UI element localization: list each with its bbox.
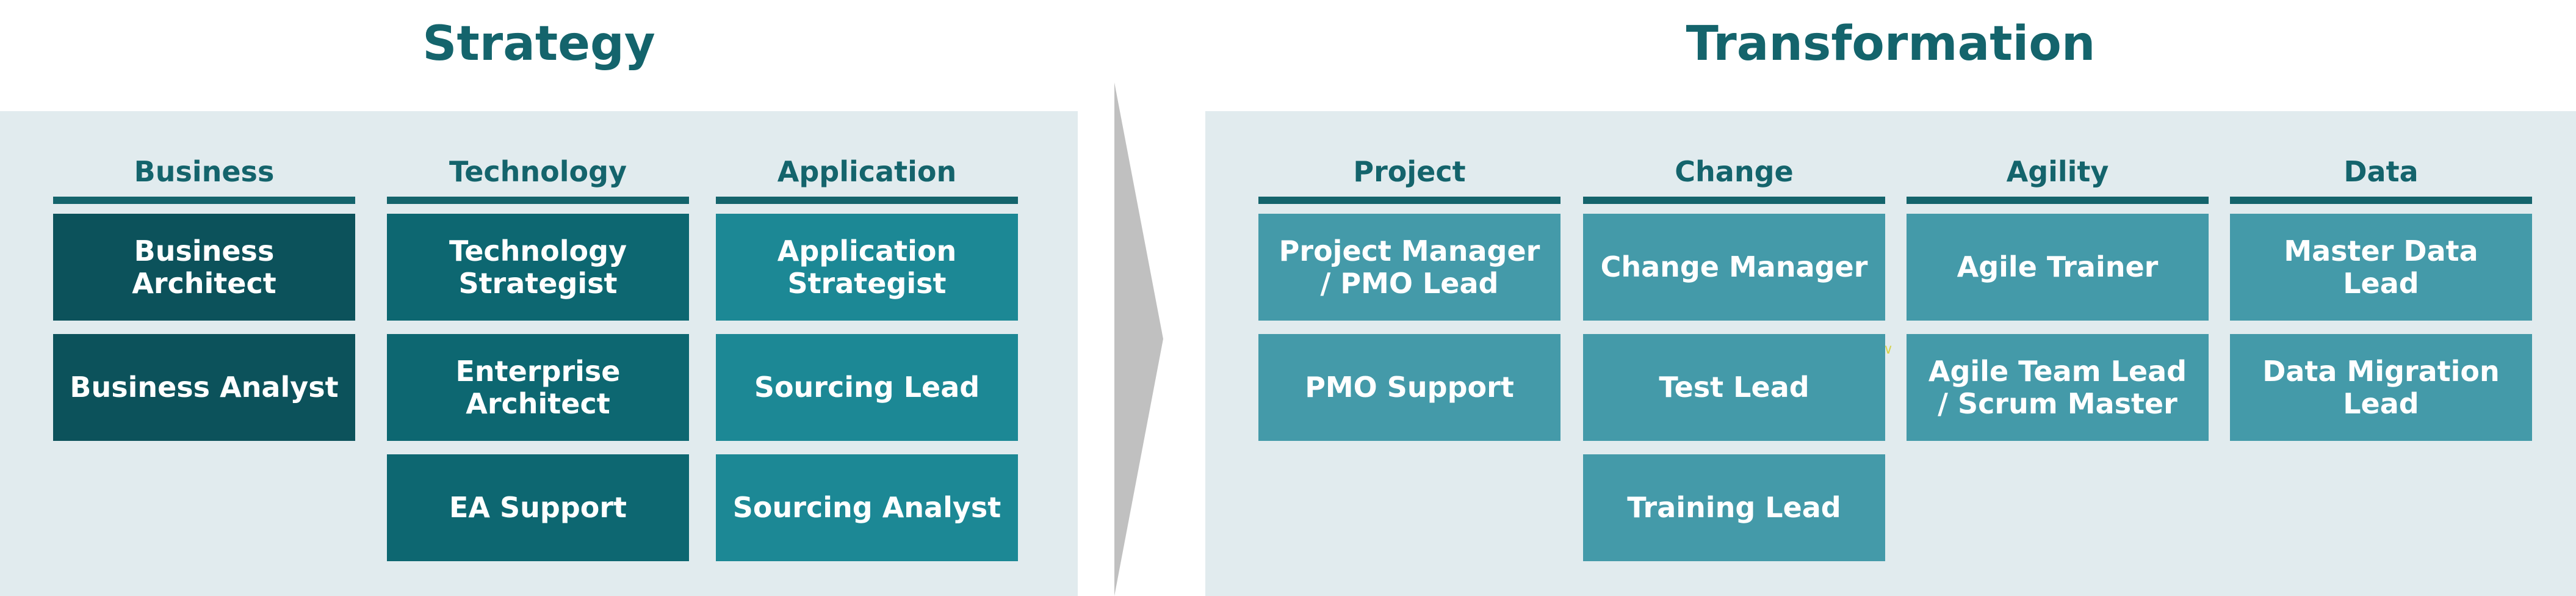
column-project: Project Project Manager / PMO Lead PMO S… bbox=[1258, 147, 1560, 454]
role-card: Enterprise Architect bbox=[387, 334, 689, 441]
column-business: Business Business Architect Business Ana… bbox=[53, 147, 355, 454]
role-card: Sourcing Lead bbox=[716, 334, 1018, 441]
column-divider bbox=[53, 197, 355, 204]
role-card: Change Manager bbox=[1583, 214, 1885, 321]
column-divider bbox=[716, 197, 1018, 204]
role-card: Agile Trainer bbox=[1907, 214, 2209, 321]
column-divider bbox=[1258, 197, 1560, 204]
cursor-speck-icon: ∨ bbox=[1883, 342, 1894, 357]
role-card: Training Lead bbox=[1583, 454, 1885, 561]
column-heading: Technology bbox=[449, 155, 627, 188]
role-card: Data Migration Lead bbox=[2230, 334, 2532, 441]
role-card: PMO Support bbox=[1258, 334, 1560, 441]
strategy-title: Strategy bbox=[422, 16, 655, 71]
column-heading: Project bbox=[1353, 155, 1466, 188]
role-card: Agile Team Lead / Scrum Master bbox=[1907, 334, 2209, 441]
transformation-title: Transformation bbox=[1686, 16, 2096, 71]
role-card: Master Data Lead bbox=[2230, 214, 2532, 321]
role-card: Sourcing Analyst bbox=[716, 454, 1018, 561]
column-heading: Application bbox=[777, 155, 957, 188]
role-card: Business Analyst bbox=[53, 334, 355, 441]
column-heading: Agility bbox=[2006, 155, 2109, 188]
column-change: Change Change Manager Test Lead Training… bbox=[1583, 147, 1885, 575]
role-card: Technology Strategist bbox=[387, 214, 689, 321]
role-card: Business Architect bbox=[53, 214, 355, 321]
role-card: Application Strategist bbox=[716, 214, 1018, 321]
column-technology: Technology Technology Strategist Enterpr… bbox=[387, 147, 689, 575]
column-heading: Data bbox=[2343, 155, 2419, 188]
column-data: Data Master Data Lead Data Migration Lea… bbox=[2230, 147, 2532, 454]
role-card: Project Manager / PMO Lead bbox=[1258, 214, 1560, 321]
column-application: Application Application Strategist Sourc… bbox=[716, 147, 1018, 575]
role-card: Test Lead bbox=[1583, 334, 1885, 441]
column-divider bbox=[2230, 197, 2532, 204]
column-divider bbox=[1583, 197, 1885, 204]
column-divider bbox=[387, 197, 689, 204]
chevron-arrow-icon bbox=[1114, 82, 1163, 596]
column-heading: Change bbox=[1675, 155, 1794, 188]
column-divider bbox=[1907, 197, 2209, 204]
column-heading: Business bbox=[134, 155, 275, 188]
role-card: EA Support bbox=[387, 454, 689, 561]
column-agility: Agility Agile Trainer Agile Team Lead / … bbox=[1907, 147, 2209, 454]
